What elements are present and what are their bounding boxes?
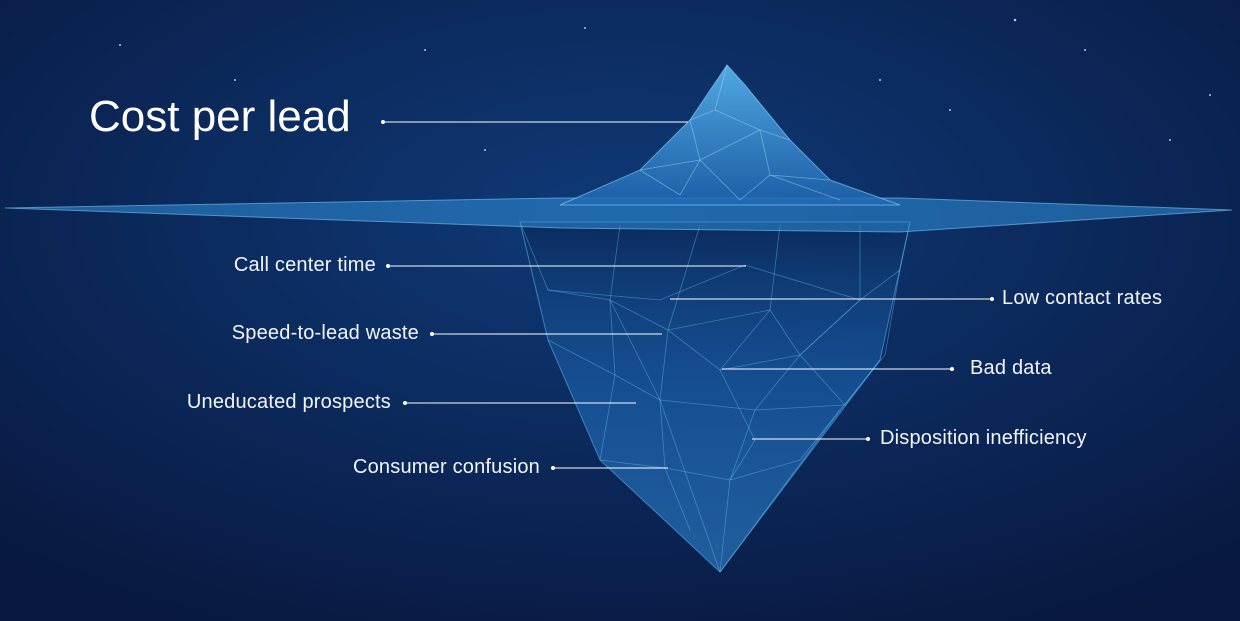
label-uneducated-prospects: Uneducated prospects bbox=[186, 391, 391, 413]
leader-lines bbox=[383, 121, 992, 469]
label-call-center-time: Call center time bbox=[233, 254, 376, 276]
label-speed-to-lead-waste: Speed-to-lead waste bbox=[231, 322, 419, 344]
label-consumer-confusion: Consumer confusion bbox=[352, 456, 540, 478]
underwater-iceberg bbox=[519, 221, 911, 573]
label-bad-data: Bad data bbox=[970, 357, 1052, 379]
iceberg-peak bbox=[559, 64, 901, 206]
water-surface bbox=[4, 197, 1233, 233]
label-low-contact-rates: Low contact rates bbox=[1002, 287, 1163, 309]
stars bbox=[119, 18, 1211, 151]
title-cost-per-lead: Cost per lead bbox=[89, 92, 351, 141]
label-disposition-inefficiency: Disposition inefficiency bbox=[880, 427, 1087, 449]
leader-dots bbox=[381, 120, 994, 470]
